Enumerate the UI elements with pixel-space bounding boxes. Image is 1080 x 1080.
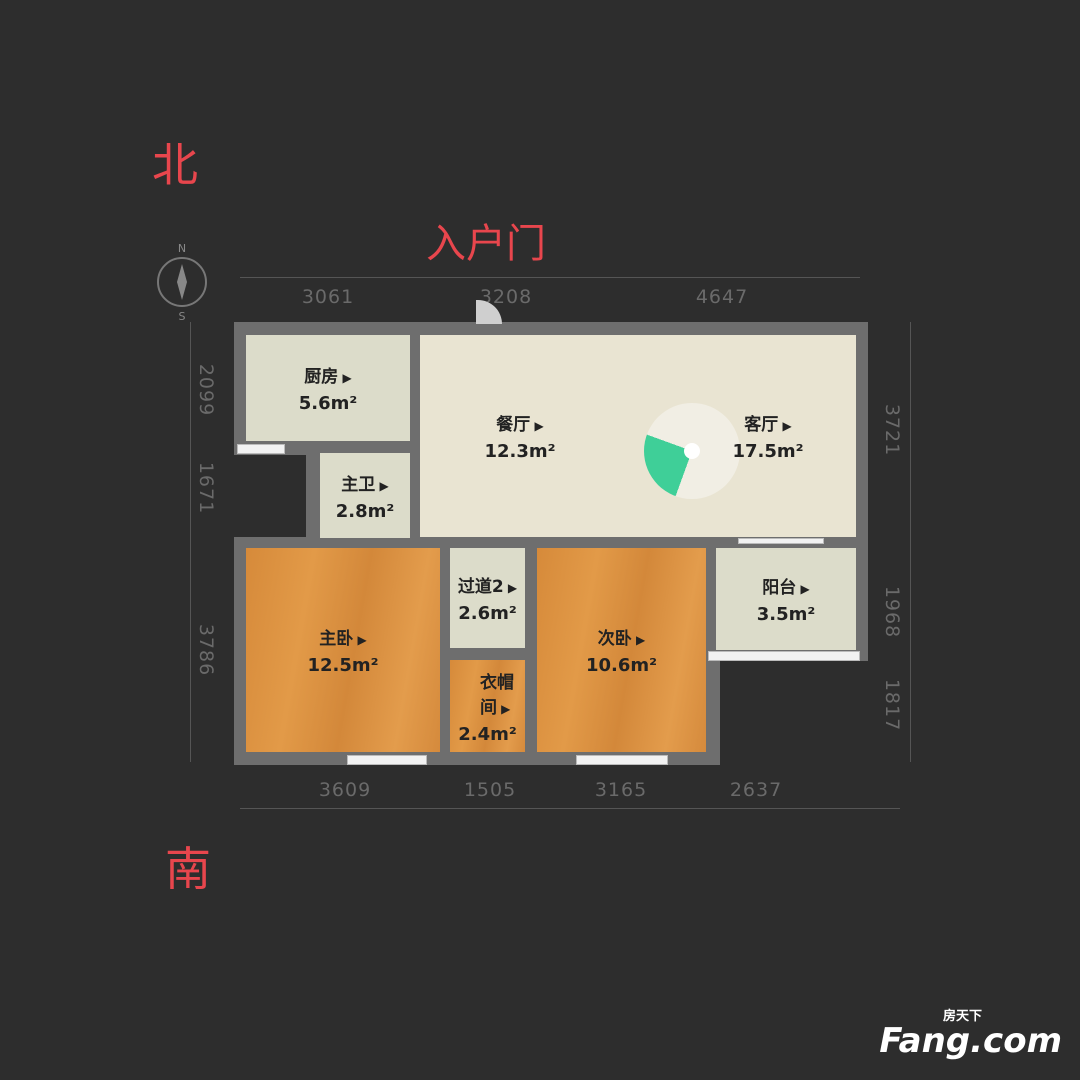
north-label: 北	[152, 138, 198, 192]
room-master-bedroom[interactable]: 主卧 12.5m²	[246, 548, 440, 752]
dim-bottom: 3609	[318, 779, 372, 801]
dim-right: 1817	[881, 678, 903, 732]
dim-left: 2099	[195, 363, 217, 417]
window	[576, 755, 668, 765]
room-name: 次卧	[598, 624, 645, 649]
logo-en: Fang.com	[879, 1021, 1062, 1061]
dim-left: 1671	[195, 461, 217, 515]
room-balcony[interactable]: 阳台 3.5m²	[716, 548, 856, 650]
dim-top: 4647	[695, 286, 749, 308]
room-bathroom[interactable]: 主卫 2.8m²	[320, 453, 410, 538]
dim-left: 3786	[195, 623, 217, 677]
room-area: 3.5m²	[756, 604, 816, 625]
room-name: 阳台	[762, 573, 809, 598]
room-area: 2.4m²	[458, 723, 517, 745]
dim-top: 3208	[479, 286, 533, 308]
room-name: 客厅	[744, 410, 791, 435]
dim-bottom: 2637	[729, 779, 783, 801]
dim-bottom: 3165	[594, 779, 648, 801]
dim-line-right	[910, 322, 911, 762]
compass-n: N	[178, 242, 186, 255]
room-name: 主卫	[341, 470, 388, 495]
room-kitchen[interactable]: 厨房 5.6m²	[246, 335, 410, 441]
room-name: 主卧	[319, 624, 366, 649]
room-name: 餐厅	[496, 410, 543, 435]
south-label: 南	[165, 842, 211, 896]
room-hallway[interactable]: 过道2 2.6m²	[450, 548, 525, 648]
room-area: 17.5m²	[732, 441, 804, 462]
window	[347, 755, 427, 765]
room-name: 过道2	[458, 572, 517, 597]
room-area: 2.8m²	[335, 500, 395, 522]
room-dining[interactable]: 餐厅 12.3m²	[420, 335, 620, 537]
notch	[234, 455, 306, 537]
room-name: 衣帽间	[480, 668, 525, 718]
dim-line-bottom	[240, 808, 900, 809]
room-name: 厨房	[304, 362, 351, 387]
room-area: 12.5m²	[307, 655, 379, 676]
compass-s: S	[179, 310, 186, 322]
room-area: 10.6m²	[585, 655, 658, 676]
room-area: 5.6m²	[298, 393, 358, 414]
room-area: 12.3m²	[484, 441, 556, 462]
dim-right: 1968	[881, 585, 903, 639]
dim-line-left	[190, 322, 191, 762]
room-area: 2.6m²	[458, 603, 517, 624]
room-living[interactable]: 客厅 17.5m²	[620, 335, 856, 537]
window	[237, 444, 285, 454]
entrance-label: 入户门	[426, 221, 546, 267]
dim-bottom: 1505	[463, 779, 517, 801]
dim-line-top	[240, 277, 860, 278]
window	[738, 538, 824, 544]
window	[708, 651, 860, 661]
room-wardrobe[interactable]: 衣帽间 2.4m²	[450, 660, 525, 752]
logo-cn: 房天下	[942, 1009, 982, 1024]
view-marker-icon	[644, 403, 740, 499]
dim-top: 3061	[301, 286, 355, 308]
fang-logo: 房天下 Fang.com	[879, 1005, 1062, 1058]
room-second-bedroom[interactable]: 次卧 10.6m²	[537, 548, 706, 752]
dim-right: 3721	[881, 403, 903, 457]
